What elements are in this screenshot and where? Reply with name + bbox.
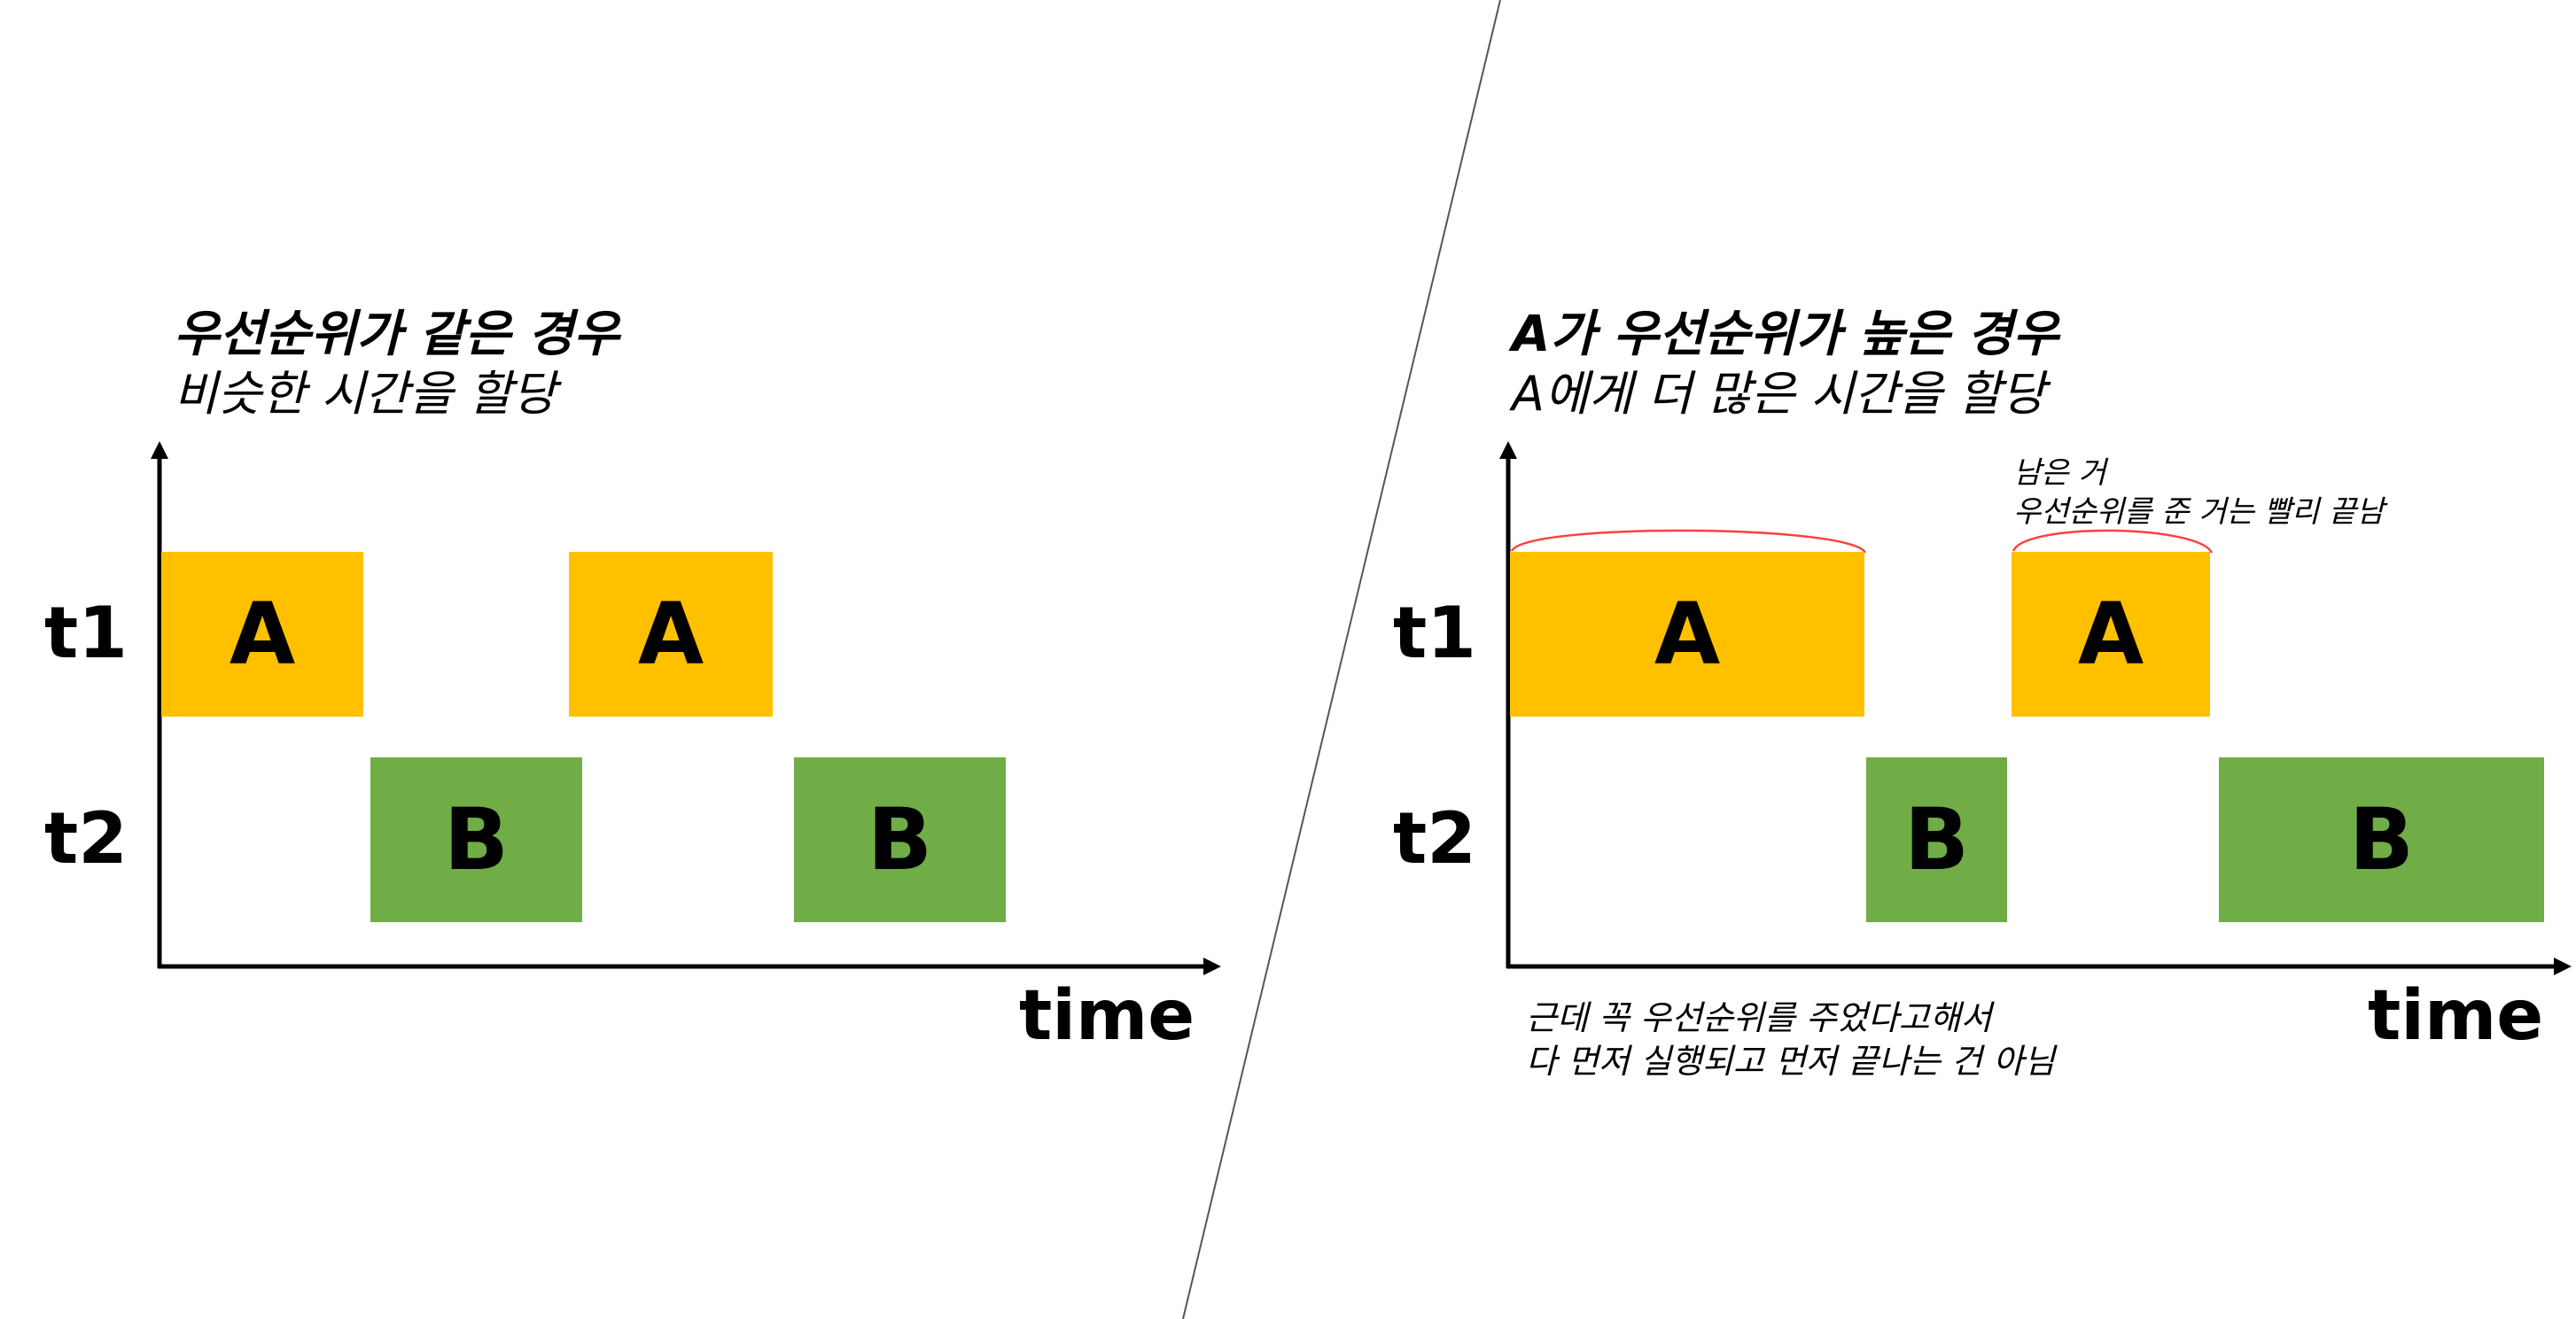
right-block-b-2: B bbox=[2219, 757, 2544, 922]
left-x-axis-arrow bbox=[1203, 958, 1221, 975]
right-block-b-1: B bbox=[1866, 757, 2007, 922]
right-note-bottom-line-2: 다 먼저 실행되고 먼저 끝나는 건 아님 bbox=[1526, 1042, 2055, 1082]
annotation-arc-a2 bbox=[2012, 529, 2214, 554]
right-heading: A가 우선순위가 높은 경우 bbox=[1512, 306, 2059, 363]
left-block-a-1: A bbox=[161, 552, 363, 717]
panel-divider-line bbox=[1182, 0, 1501, 1319]
left-subheading: 비슷한 시간을 할당 bbox=[174, 366, 556, 422]
right-axis-label-time: time bbox=[2368, 976, 2544, 1056]
left-axis-label-time: time bbox=[1019, 976, 1195, 1056]
right-note-top-line-1: 남은 거 bbox=[2013, 455, 2106, 491]
left-row-label-t1: t1 bbox=[44, 592, 128, 674]
right-block-a-1: A bbox=[1510, 552, 1864, 717]
right-block-a-2: A bbox=[2012, 552, 2210, 717]
annotation-arc-a1 bbox=[1510, 529, 1867, 554]
right-subheading: A에게 더 많은 시간을 할당 bbox=[1512, 366, 2046, 422]
right-note-bottom-line-1: 근데 꼭 우선순위를 주었다고해서 bbox=[1526, 998, 1992, 1037]
right-note-top: 남은 거 우선순위를 준 거는 빨리 끝남 bbox=[2013, 454, 2385, 531]
right-row-label-t1: t1 bbox=[1393, 592, 1476, 674]
left-heading: 우선순위가 같은 경우 bbox=[174, 306, 619, 363]
left-block-b-1: B bbox=[370, 757, 582, 922]
right-note-bottom: 근데 꼭 우선순위를 주었다고해서 다 먼저 실행되고 먼저 끝나는 건 아님 bbox=[1526, 997, 2055, 1084]
right-row-label-t2: t2 bbox=[1393, 797, 1476, 880]
left-block-a-2: A bbox=[569, 552, 773, 717]
left-block-b-2: B bbox=[794, 757, 1006, 922]
right-note-top-line-2: 우선순위를 준 거는 빨리 끝남 bbox=[2013, 494, 2385, 531]
right-x-axis-arrow bbox=[2554, 958, 2572, 975]
left-row-label-t2: t2 bbox=[44, 797, 128, 880]
right-y-axis-arrow bbox=[1499, 441, 1517, 459]
left-y-axis-arrow bbox=[151, 441, 168, 459]
